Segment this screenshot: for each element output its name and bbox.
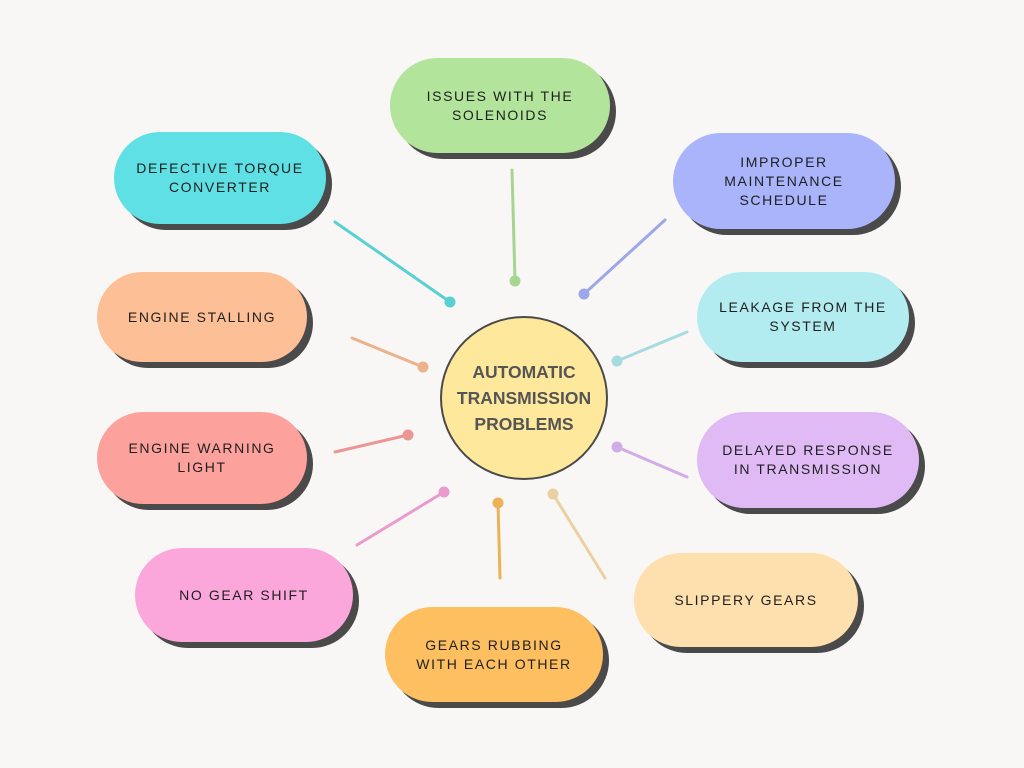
node-engine-warning-light: ENGINE WARNING LIGHT	[97, 412, 307, 504]
node-defective-torque-converter: DEFECTIVE TORQUE CONVERTER	[114, 132, 326, 224]
connector-line-engine-warning	[333, 433, 410, 454]
connector-dot-leakage	[611, 355, 623, 367]
node-label: ENGINE WARNING LIGHT	[128, 440, 276, 475]
center-topic-label: AUTOMATIC TRANSMISSION PROBLEMS	[456, 362, 592, 434]
connector-dot-torque-converter	[444, 296, 456, 308]
node-no-gear-shift: NO GEAR SHIFT	[135, 548, 353, 642]
connector-dot-slippery-gears	[547, 488, 559, 500]
connector-dot-engine-stalling	[417, 361, 429, 373]
connector-line-maintenance	[582, 218, 667, 296]
node-label: ENGINE STALLING	[127, 308, 277, 325]
connector-line-solenoids	[510, 168, 517, 283]
connector-dot-no-gear-shift	[438, 486, 450, 498]
node-label: DEFECTIVE TORQUE CONVERTER	[136, 160, 304, 195]
connector-line-leakage	[615, 330, 689, 363]
connector-dot-gears-rubbing	[492, 497, 504, 509]
connector-dot-maintenance	[578, 288, 590, 300]
connector-line-slippery-gears	[551, 492, 607, 580]
node-label: NO GEAR SHIFT	[179, 586, 309, 603]
connector-line-engine-stalling	[350, 336, 425, 369]
node-leakage-from-system: LEAKAGE FROM THE SYSTEM	[697, 272, 909, 362]
node-label: LEAKAGE FROM THE SYSTEM	[719, 299, 887, 334]
center-topic: AUTOMATIC TRANSMISSION PROBLEMS	[440, 316, 608, 480]
connector-line-gears-rubbing	[496, 501, 502, 580]
connector-dot-solenoids	[509, 275, 521, 287]
connector-line-delayed-response	[615, 445, 689, 479]
node-label: SLIPPERY GEARS	[674, 591, 818, 608]
connector-dot-delayed-response	[611, 441, 623, 453]
node-improper-maintenance-schedule: IMPROPER MAINTENANCE SCHEDULE	[673, 133, 895, 229]
node-slippery-gears: SLIPPERY GEARS	[634, 553, 858, 647]
node-label: DELAYED RESPONSE IN TRANSMISSION	[722, 442, 894, 477]
node-label: GEARS RUBBING WITH EACH OTHER	[416, 636, 572, 672]
node-issues-with-solenoids: ISSUES WITH THE SOLENOIDS	[390, 58, 610, 153]
connector-line-no-gear-shift	[355, 490, 446, 547]
node-delayed-response: DELAYED RESPONSE IN TRANSMISSION	[697, 412, 919, 508]
node-label: IMPROPER MAINTENANCE SCHEDULE	[724, 153, 844, 208]
node-gears-rubbing: GEARS RUBBING WITH EACH OTHER	[385, 607, 603, 702]
node-engine-stalling: ENGINE STALLING	[97, 272, 307, 362]
connector-dot-engine-warning	[402, 429, 414, 441]
connector-line-torque-converter	[333, 220, 452, 304]
node-label: ISSUES WITH THE SOLENOIDS	[426, 87, 574, 123]
